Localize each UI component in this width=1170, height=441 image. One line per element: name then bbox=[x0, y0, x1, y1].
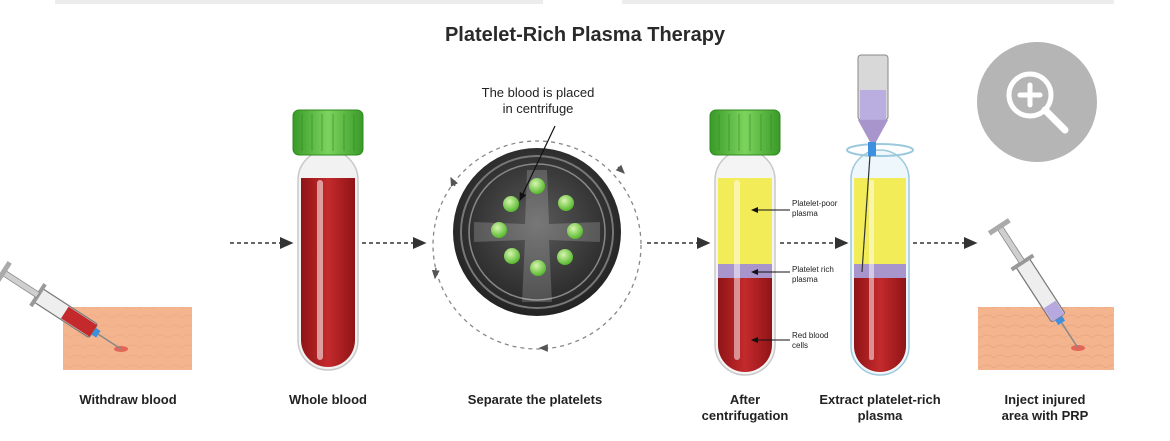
callout-line: in centrifuge bbox=[502, 101, 574, 116]
whole-blood-tube bbox=[292, 109, 364, 371]
withdraw-blood-illustration bbox=[0, 261, 192, 370]
platelet-layer bbox=[718, 264, 772, 278]
zoom-button[interactable] bbox=[977, 42, 1097, 162]
extraction-tube bbox=[846, 54, 914, 376]
plasma-layer bbox=[718, 178, 772, 264]
syringe-icon bbox=[0, 261, 122, 350]
tube-cap bbox=[709, 109, 781, 156]
zoom-in-icon bbox=[1006, 71, 1069, 134]
red-cell-layer bbox=[718, 278, 772, 372]
top-divider-right bbox=[622, 0, 1114, 4]
callout-pointer bbox=[519, 125, 556, 202]
step-label-separate: Separate the platelets bbox=[467, 392, 603, 407]
step-label-withdraw: Withdraw blood bbox=[79, 392, 177, 407]
top-divider-left bbox=[55, 0, 543, 4]
syringe-icon bbox=[987, 218, 1079, 349]
tube-cap bbox=[292, 109, 364, 156]
callout-line: The blood is placed bbox=[481, 85, 595, 100]
centrifuge-illustration bbox=[431, 125, 642, 352]
step-label-whole-blood: Whole blood bbox=[289, 392, 367, 407]
diagram-title: Platelet-Rich Plasma Therapy bbox=[444, 24, 726, 46]
centrifuge-callout: The blood is placed in centrifuge bbox=[470, 85, 606, 117]
inject-illustration bbox=[978, 218, 1114, 370]
needle-syringe-icon bbox=[857, 54, 889, 273]
centrifuged-tube bbox=[709, 109, 790, 376]
